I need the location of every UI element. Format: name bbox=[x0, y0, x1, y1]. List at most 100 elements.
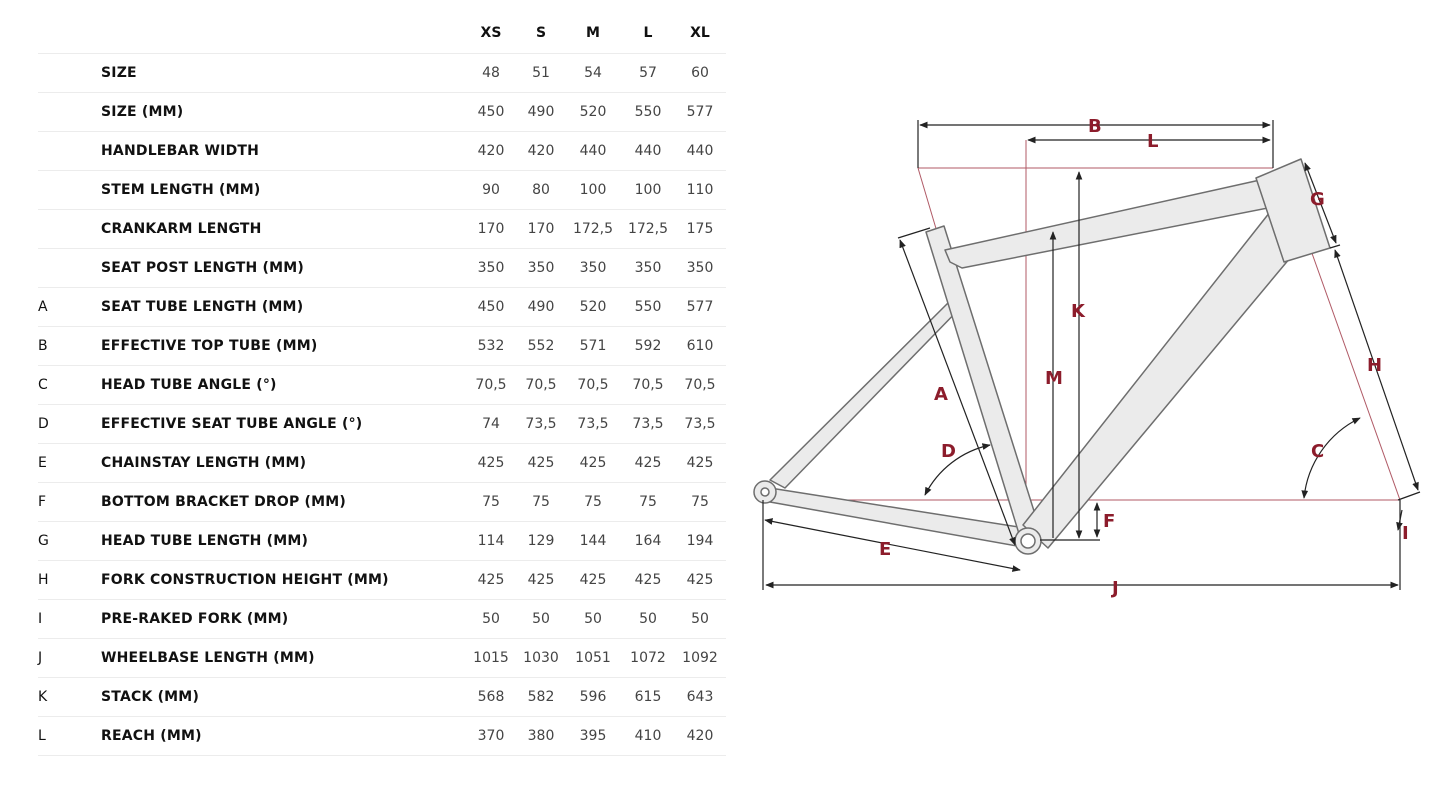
value-s: 425 bbox=[527, 572, 555, 588]
bike-frame bbox=[753, 158, 1331, 555]
seat-tube bbox=[925, 225, 1041, 538]
value-xl: 420 bbox=[686, 728, 714, 744]
row-label: PRE-RAKED FORK (MM) bbox=[101, 611, 289, 627]
value-l: 410 bbox=[634, 728, 662, 744]
value-xs: 90 bbox=[482, 182, 500, 198]
value-xl: 73,5 bbox=[684, 416, 716, 432]
value-m: 596 bbox=[579, 689, 607, 705]
value-l: 425 bbox=[634, 455, 662, 471]
value-s: 552 bbox=[527, 338, 555, 354]
chainstay bbox=[769, 487, 1029, 549]
value-m: 425 bbox=[579, 455, 607, 471]
value-s: 582 bbox=[527, 689, 555, 705]
row-letter: F bbox=[38, 494, 47, 510]
dim-g-line bbox=[1304, 162, 1337, 244]
value-l: 100 bbox=[634, 182, 662, 198]
rear-axle bbox=[760, 487, 770, 497]
value-xs: 114 bbox=[477, 533, 505, 549]
value-s: 50 bbox=[532, 611, 550, 627]
size-header-xs: XS bbox=[480, 25, 502, 41]
value-l: 1072 bbox=[630, 650, 666, 666]
value-m: 54 bbox=[584, 65, 602, 81]
dim-h-line bbox=[1334, 249, 1419, 491]
size-header-row: XS S M L XL bbox=[38, 13, 726, 54]
value-xl: 50 bbox=[691, 611, 709, 627]
size-header-l: L bbox=[643, 25, 653, 41]
value-m: 350 bbox=[579, 260, 607, 276]
value-s: 380 bbox=[527, 728, 555, 744]
value-s: 51 bbox=[532, 65, 550, 81]
value-xl: 643 bbox=[686, 689, 714, 705]
value-s: 80 bbox=[532, 182, 550, 198]
value-m: 1051 bbox=[575, 650, 611, 666]
value-m: 571 bbox=[579, 338, 607, 354]
value-xl: 1092 bbox=[682, 650, 718, 666]
dim-label-h: H bbox=[1367, 355, 1382, 376]
dim-label-d: D bbox=[941, 441, 956, 462]
dim-label-e: E bbox=[879, 539, 891, 560]
row-label: SIZE bbox=[101, 65, 137, 81]
value-s: 1030 bbox=[523, 650, 559, 666]
row-label: STACK (MM) bbox=[101, 689, 200, 705]
row-label: SIZE (MM) bbox=[101, 104, 184, 120]
value-l: 57 bbox=[639, 65, 657, 81]
dimension-lines bbox=[762, 120, 1421, 590]
dim-label-m: M bbox=[1045, 368, 1063, 389]
value-l: 550 bbox=[634, 299, 662, 315]
value-l: 172,5 bbox=[627, 221, 669, 237]
value-m: 100 bbox=[579, 182, 607, 198]
value-xs: 532 bbox=[477, 338, 505, 354]
value-s: 75 bbox=[532, 494, 550, 510]
value-xs: 350 bbox=[477, 260, 505, 276]
value-l: 164 bbox=[634, 533, 662, 549]
value-xs: 450 bbox=[477, 104, 505, 120]
dim-label-f: F bbox=[1103, 511, 1115, 532]
value-m: 172,5 bbox=[572, 221, 614, 237]
row-label: HANDLEBAR WIDTH bbox=[101, 143, 260, 159]
value-xl: 425 bbox=[686, 572, 714, 588]
down-tube bbox=[1022, 211, 1291, 549]
row-letter: G bbox=[38, 533, 49, 549]
row-label: EFFECTIVE SEAT TUBE ANGLE (°) bbox=[101, 416, 363, 432]
value-s: 70,5 bbox=[525, 377, 557, 393]
value-xs: 70,5 bbox=[475, 377, 507, 393]
value-xs: 75 bbox=[482, 494, 500, 510]
bike-geometry-diagram: B L G K M H A C D F I E J bbox=[753, 116, 1421, 599]
row-label: REACH (MM) bbox=[101, 728, 202, 744]
value-xs: 50 bbox=[482, 611, 500, 627]
value-s: 420 bbox=[527, 143, 555, 159]
value-xl: 70,5 bbox=[684, 377, 716, 393]
row-label: HEAD TUBE LENGTH (MM) bbox=[101, 533, 309, 549]
value-xs: 370 bbox=[477, 728, 505, 744]
size-header-m: M bbox=[586, 25, 600, 41]
dim-e-line bbox=[764, 518, 1021, 572]
row-label: EFFECTIVE TOP TUBE (MM) bbox=[101, 338, 318, 354]
value-s: 170 bbox=[527, 221, 555, 237]
value-s: 490 bbox=[527, 104, 555, 120]
value-xs: 74 bbox=[482, 416, 500, 432]
value-m: 73,5 bbox=[577, 416, 609, 432]
dim-label-b: B bbox=[1088, 116, 1102, 137]
value-xs: 1015 bbox=[473, 650, 509, 666]
dim-label-j: J bbox=[1110, 578, 1119, 599]
value-s: 73,5 bbox=[525, 416, 557, 432]
value-xs: 425 bbox=[477, 455, 505, 471]
dim-a-line bbox=[899, 239, 1016, 546]
value-xs: 425 bbox=[477, 572, 505, 588]
row-label: CRANKARM LENGTH bbox=[101, 221, 262, 237]
value-xs: 450 bbox=[477, 299, 505, 315]
value-m: 50 bbox=[584, 611, 602, 627]
value-l: 73,5 bbox=[632, 416, 664, 432]
value-xs: 170 bbox=[477, 221, 505, 237]
value-xs: 568 bbox=[477, 689, 505, 705]
value-xl: 610 bbox=[686, 338, 714, 354]
